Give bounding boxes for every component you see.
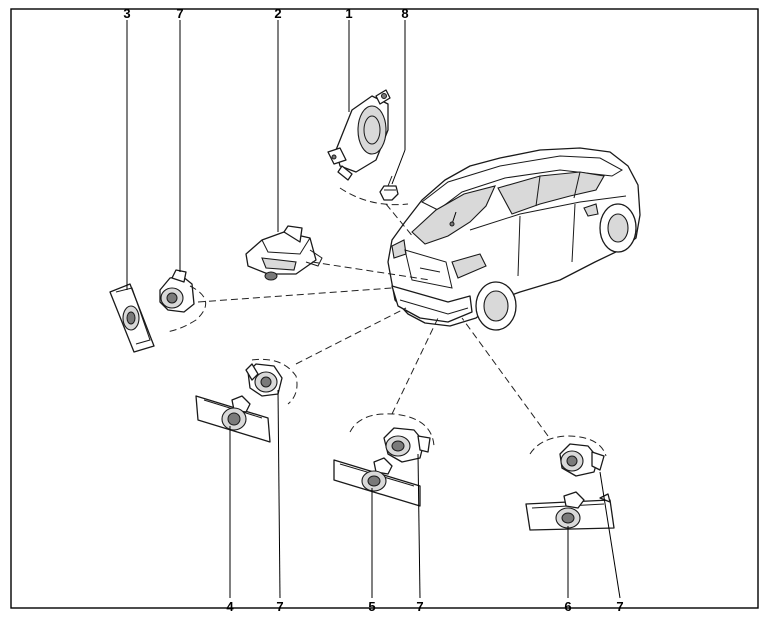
part-7-parking-sensor-left (245, 363, 283, 397)
callout-6: 6 (564, 599, 571, 614)
part-7-parking-sensor-right (559, 443, 605, 477)
part-2-rear-camera (245, 225, 323, 281)
callout-7-bottom-left: 7 (276, 599, 283, 614)
callout-8: 8 (401, 6, 408, 21)
part-8-screw (379, 175, 399, 201)
assembly-lines (197, 203, 549, 437)
part-1-control-unit (327, 89, 391, 181)
part-3-sensor-bracket (109, 283, 155, 353)
callout-labels: 1 8 2 3 7 4 7 5 7 6 7 (123, 6, 623, 614)
callout-leaders (126, 20, 621, 599)
callout-4: 4 (226, 599, 234, 614)
part-6-sensor-bracket (525, 491, 615, 531)
car-illustration (387, 147, 641, 331)
callout-7-top: 7 (176, 6, 183, 21)
diagram-frame (10, 8, 759, 609)
part-7-parking-sensor-upper-left (159, 269, 195, 313)
callout-3: 3 (123, 6, 130, 21)
callout-7-bottom-center: 7 (416, 599, 423, 614)
callout-1: 1 (345, 6, 352, 21)
part-5-sensor-bracket (333, 457, 421, 507)
part-7-parking-sensor-center (383, 427, 431, 463)
callout-2: 2 (274, 6, 281, 21)
callout-5: 5 (368, 599, 375, 614)
location-arcs (165, 187, 607, 457)
part-4-sensor-bracket (195, 395, 271, 443)
callout-7-bottom-right: 7 (616, 599, 623, 614)
